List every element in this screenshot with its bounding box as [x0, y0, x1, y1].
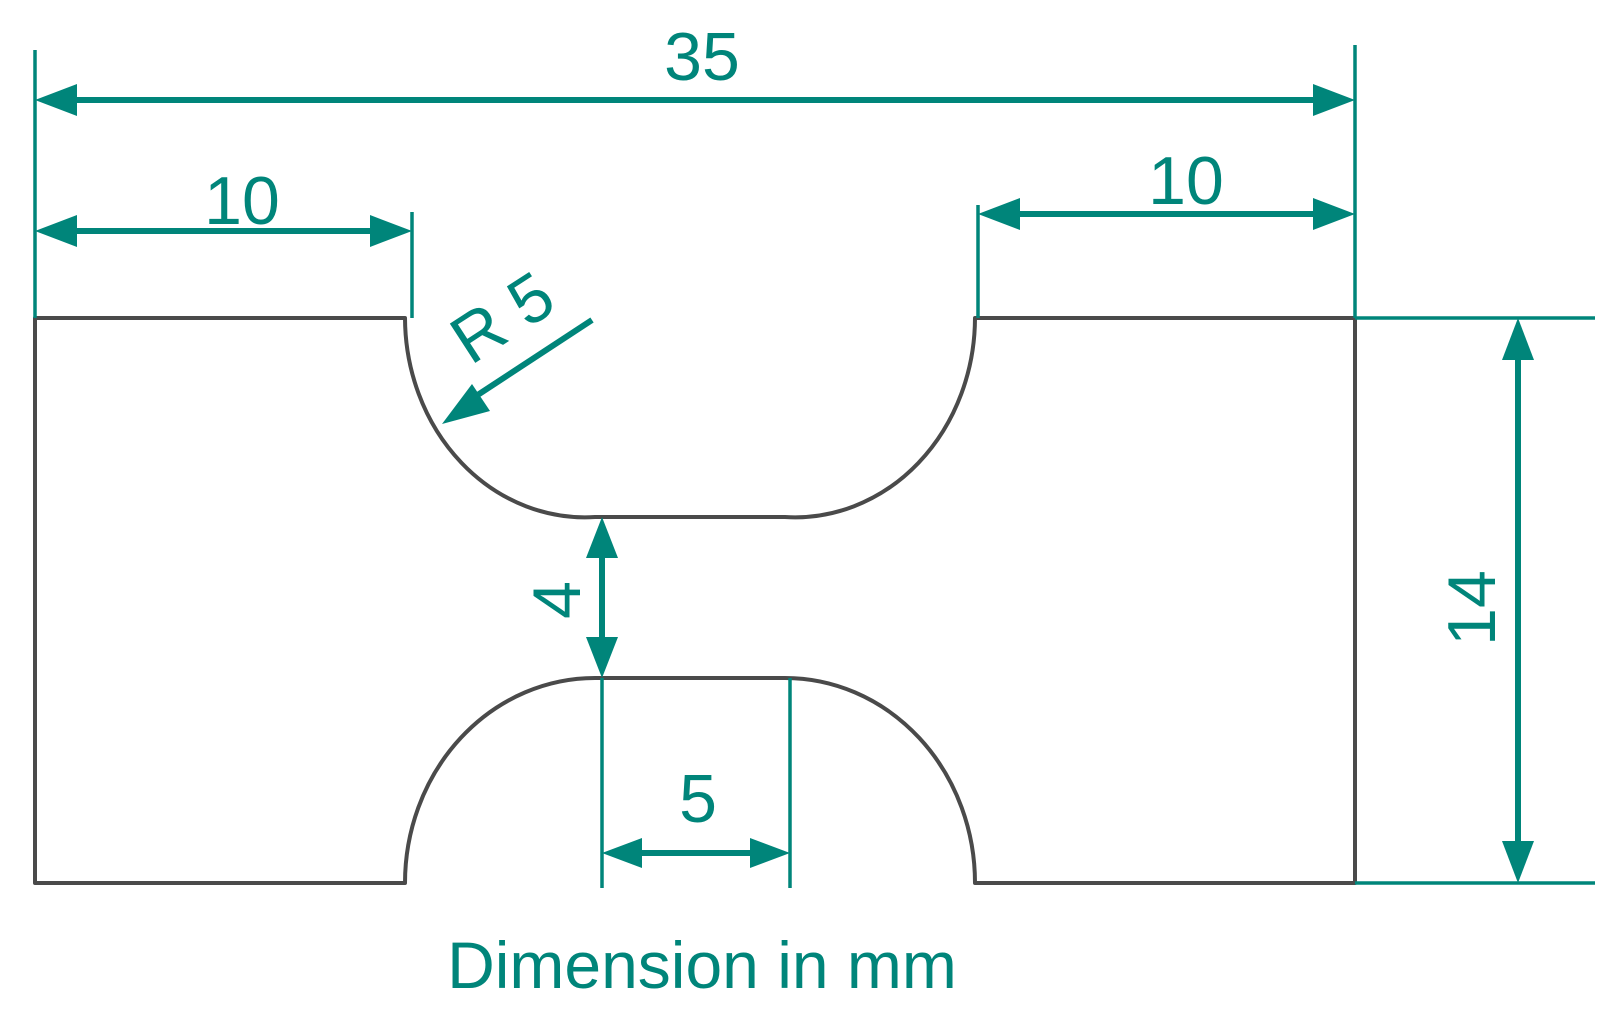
arrowhead-bottom: [586, 637, 618, 678]
arrowhead-left: [602, 838, 642, 868]
right-grip-label: 10: [1148, 143, 1224, 219]
dimension-overall-height: 14: [1434, 318, 1534, 883]
dimension-overall-length: 35: [35, 19, 1355, 116]
arrowhead-top: [1502, 318, 1534, 360]
dimension-left-grip: 10: [35, 163, 412, 247]
arrowhead-right: [750, 838, 790, 868]
arrowhead-left: [35, 215, 77, 247]
arrowhead-right: [1313, 84, 1355, 116]
arrowhead-right: [370, 215, 412, 247]
gauge-width-label: 4: [519, 581, 595, 619]
dimension-gauge-width: 4: [519, 517, 618, 678]
arrowhead-left: [978, 198, 1020, 230]
arrowhead-radius: [442, 384, 490, 424]
left-grip-label: 10: [204, 163, 280, 239]
arrowhead-right: [1313, 198, 1355, 230]
dimension-right-grip: 10: [978, 143, 1355, 230]
overall-length-label: 35: [664, 19, 740, 95]
arrowhead-top: [586, 517, 618, 558]
caption: Dimension in mm: [447, 928, 957, 1002]
dimension-fillet-radius: R 5: [437, 257, 594, 424]
fillet-radius-label: R 5: [437, 257, 567, 378]
arrowhead-left: [35, 84, 77, 116]
gauge-length-label: 5: [679, 761, 717, 837]
dimension-gauge-length: 5: [602, 761, 790, 868]
overall-height-label: 14: [1434, 570, 1510, 646]
arrowhead-bottom: [1502, 841, 1534, 883]
dimension-line-fillet-radius: [468, 317, 594, 403]
